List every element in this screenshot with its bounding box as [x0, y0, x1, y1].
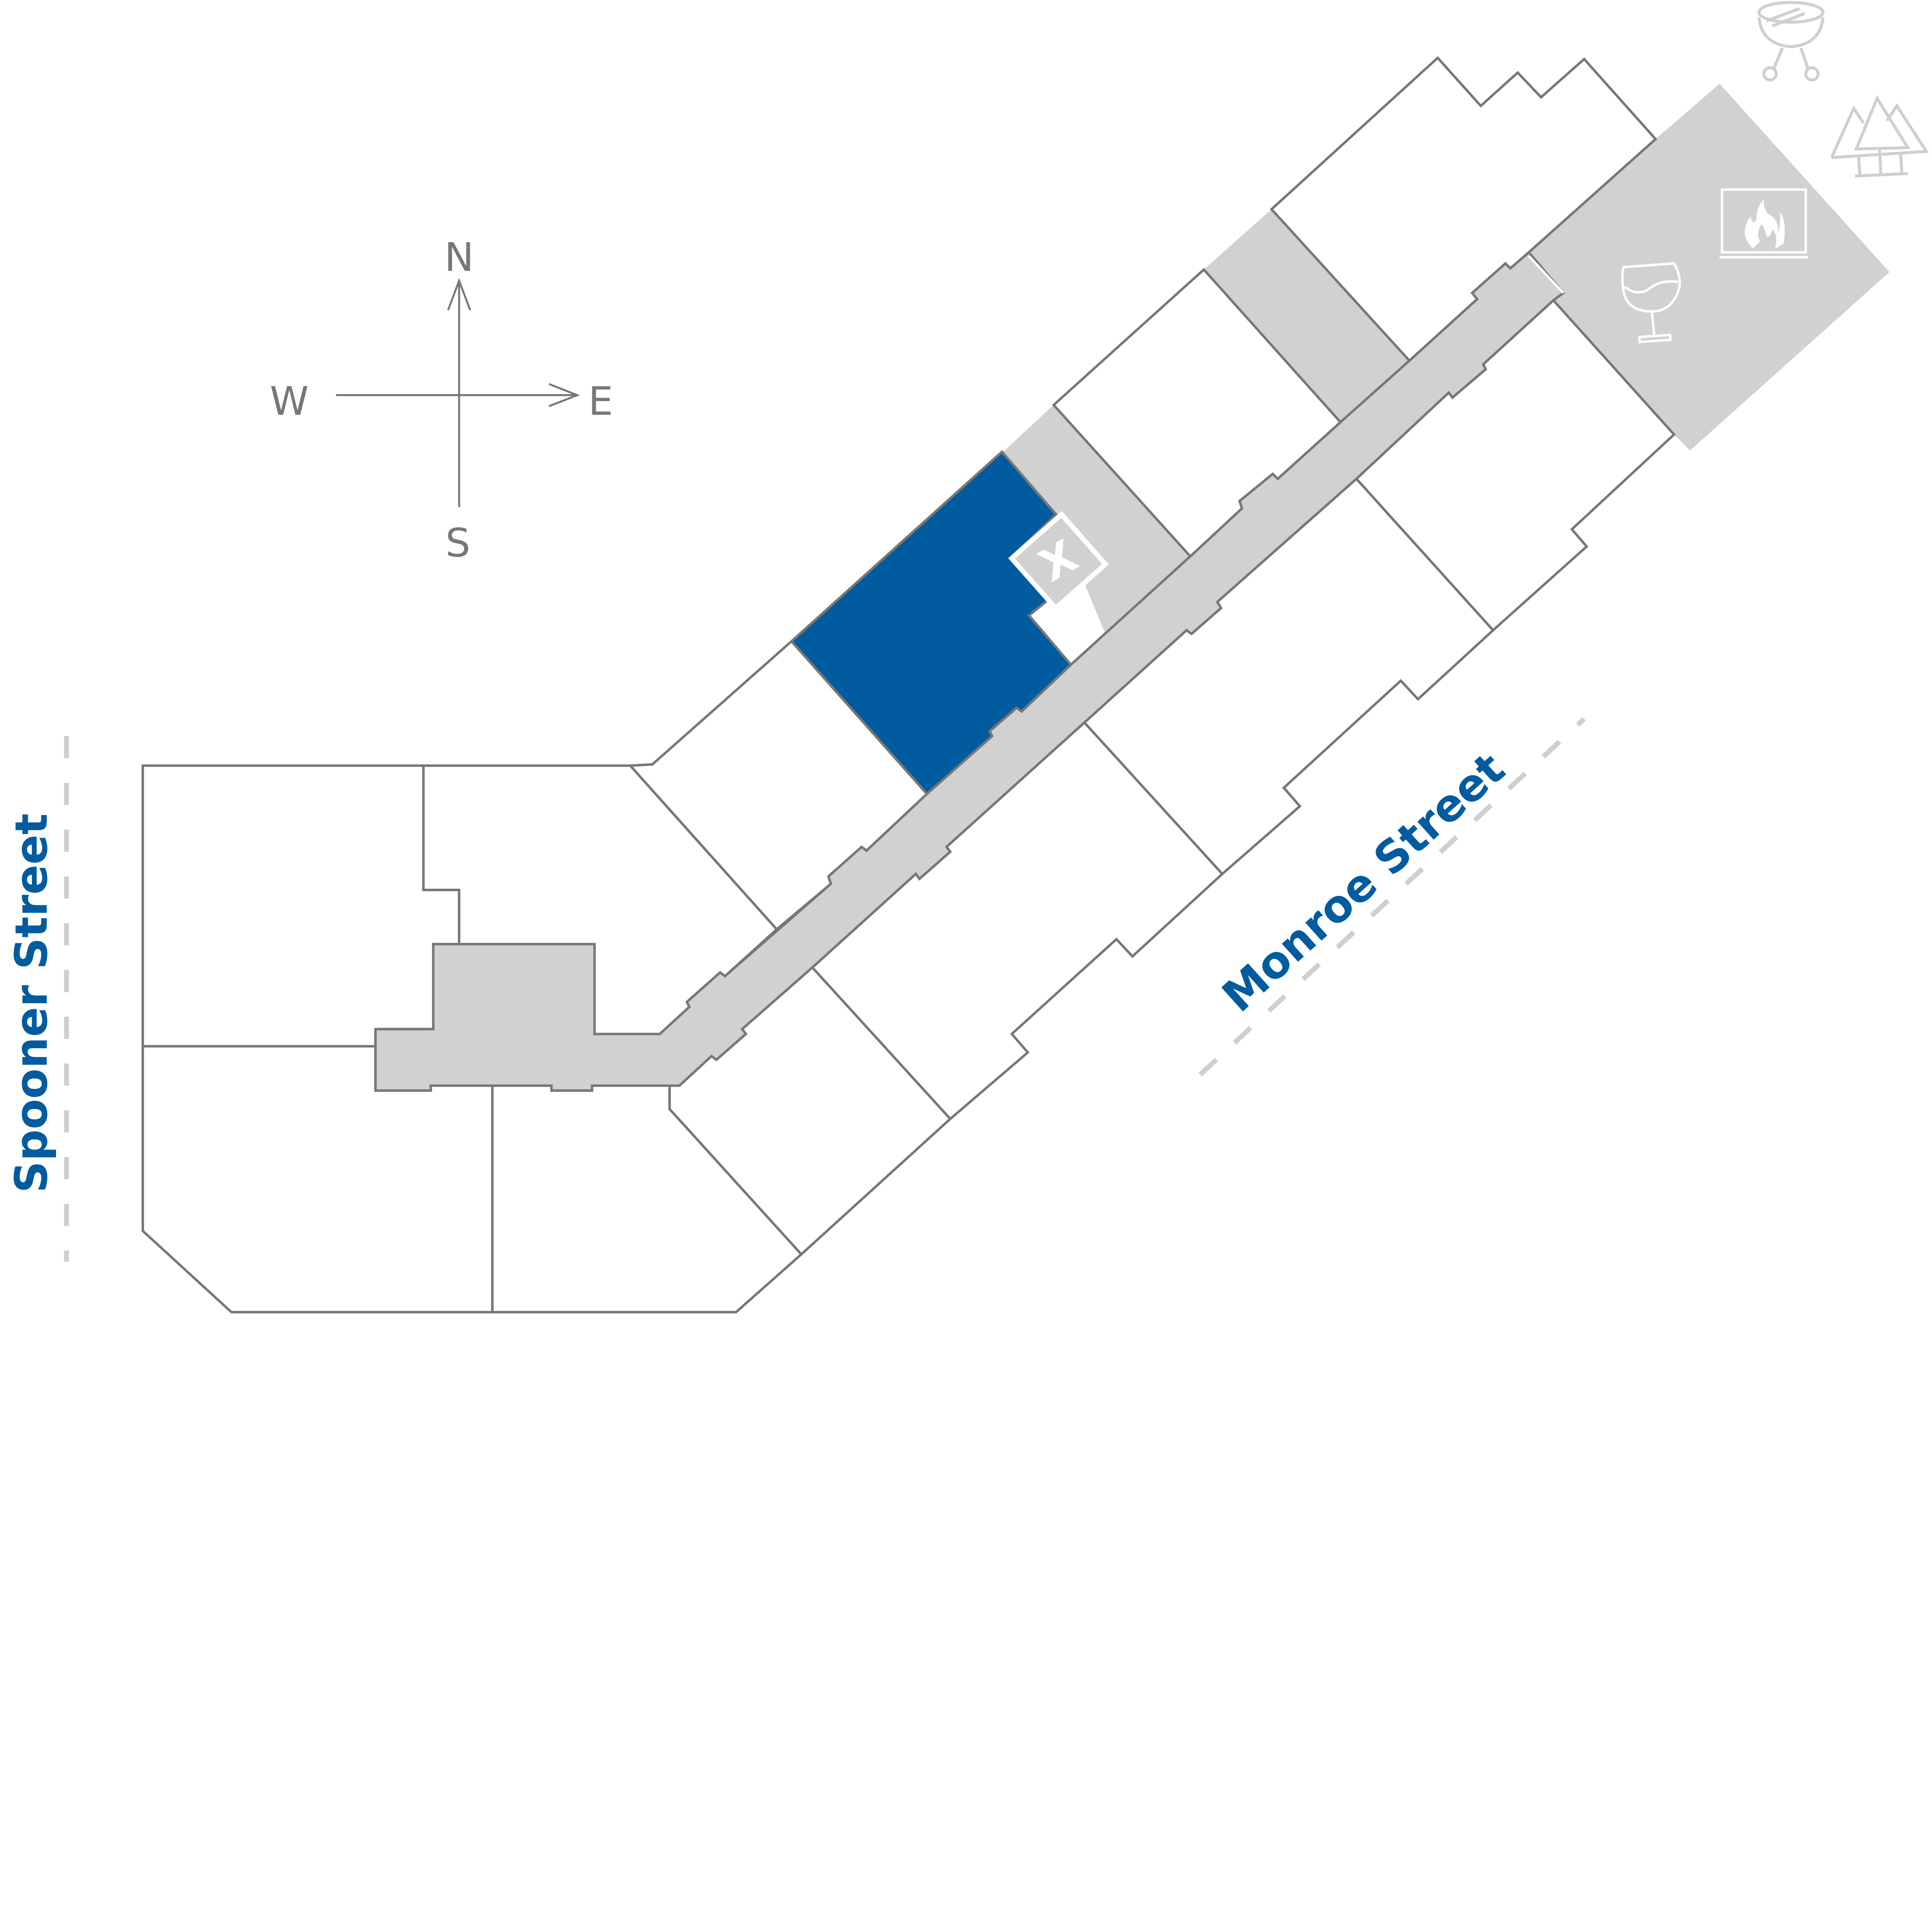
unit[interactable] — [1355, 298, 1676, 632]
amenity-terrace — [1529, 83, 1889, 451]
north-arrow-icon — [447, 278, 471, 311]
unit[interactable] — [422, 764, 779, 1036]
east-arrow-icon — [548, 383, 580, 407]
common-area-band — [1003, 405, 1190, 640]
grill-icon — [1757, 1, 1825, 82]
compass: N S E W — [270, 235, 613, 566]
compass-east: E — [588, 379, 613, 425]
compass-west: W — [270, 379, 309, 425]
divider — [630, 763, 653, 767]
trees-icon — [1830, 95, 1929, 178]
unit[interactable] — [1270, 56, 1658, 362]
unit[interactable] — [141, 764, 461, 1048]
fireplace-icon — [1719, 188, 1808, 259]
compass-north: N — [444, 235, 474, 281]
wine-glass-icon — [1621, 262, 1681, 344]
monroe-street-line — [1198, 717, 1586, 1077]
x-marker-icon[interactable]: X — [1008, 511, 1109, 612]
blue-unit[interactable] — [789, 450, 1073, 796]
unit[interactable] — [1052, 268, 1342, 558]
common-area-band — [1204, 209, 1410, 422]
unit[interactable] — [141, 1045, 494, 1314]
street-label-spooner: Spooner Street — [6, 813, 58, 1193]
divider — [1528, 255, 1565, 294]
site-plan-map: X N S E W Spooner Street Monroe Street — [6, 1, 1929, 1314]
compass-south: S — [446, 520, 471, 566]
